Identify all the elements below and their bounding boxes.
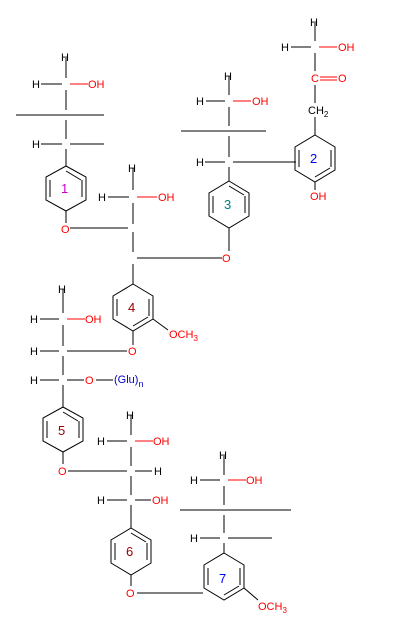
glucose-label: (Glu)n: [114, 374, 143, 389]
unit-1-h-label: H: [61, 52, 69, 64]
ring-7-number: 7: [219, 571, 226, 586]
unit-5-h-label: H: [58, 284, 66, 296]
ring-6-number: 6: [126, 544, 133, 559]
unit-4-side-chain: [108, 168, 222, 284]
unit-1-hydroxyl-label: OH: [88, 79, 105, 91]
unit-2-hydroxyl-label: OH: [338, 42, 355, 54]
unit-3-h-label: H: [224, 71, 232, 83]
unit-1-h-label: H: [32, 79, 40, 91]
unit-3-hydroxyl-label: OH: [252, 96, 269, 108]
unit-6-h-label: H: [154, 466, 162, 478]
ether-oxygen-label: O: [128, 346, 137, 358]
unit-6-h-label: H: [97, 495, 105, 507]
unit-3-h-label: H: [196, 157, 204, 169]
unit-7-h-label: H: [219, 450, 227, 462]
ring-3-number: 3: [224, 197, 231, 212]
unit-2-h-label: H: [310, 17, 318, 29]
unit-5-h-label: H: [30, 346, 38, 358]
unit-1-side-chain: [16, 58, 104, 166]
carbonyl-oxygen-label: O: [338, 73, 347, 85]
unit-5-side-chain: [40, 289, 127, 407]
methoxy-label: OCH3: [258, 601, 287, 615]
ring-2-number: 2: [310, 151, 317, 166]
unit-7-hydroxyl-label: OH: [246, 475, 263, 487]
unit-6-hydroxyl-label: OH: [153, 436, 170, 448]
ether-oxygen-label: O: [222, 253, 231, 265]
unit-3-side-chain: [181, 76, 296, 181]
ether-oxygen-label: O: [126, 588, 135, 600]
ether-oxygen-label: O: [61, 224, 70, 236]
unit-4-hydroxyl-label: OH: [158, 192, 175, 204]
unit-3-h-label: H: [196, 96, 204, 108]
ring-5-number: 5: [58, 423, 65, 438]
methoxy-label: OCH3: [169, 329, 198, 343]
unit-2-phenol-label: OH: [310, 191, 327, 203]
unit-1-h-label: H: [32, 139, 40, 151]
unit-6-h-label: H: [126, 410, 134, 422]
unit-6-hydroxyl-label: OH: [152, 495, 169, 507]
unit-5-hydroxyl-label: OH: [85, 314, 102, 326]
unit-6-side-chain: [107, 415, 153, 528]
methylene-label: CH2: [308, 105, 329, 119]
unit-7-h-label: H: [190, 533, 198, 545]
unit-2-side-chain: [291, 23, 337, 135]
unit-2-h-label: H: [281, 42, 289, 54]
unit-4-h-label: H: [98, 192, 106, 204]
carbonyl-carbon-label: C: [311, 73, 319, 85]
unit-4-h-label: H: [128, 163, 136, 175]
unit-7-side-chain: [180, 456, 291, 553]
ring-7: [203, 552, 245, 601]
unit-5-h-label: H: [30, 375, 38, 387]
unit-6-h-label: H: [97, 436, 105, 448]
unit-7-h-label: H: [190, 475, 198, 487]
ether-oxygen-label: O: [58, 466, 67, 478]
unit-5-h-label: H: [30, 314, 38, 326]
glycoside-oxygen-label: O: [85, 375, 94, 387]
ring-4-number: 4: [128, 300, 135, 315]
ring-1-number: 1: [61, 181, 68, 196]
